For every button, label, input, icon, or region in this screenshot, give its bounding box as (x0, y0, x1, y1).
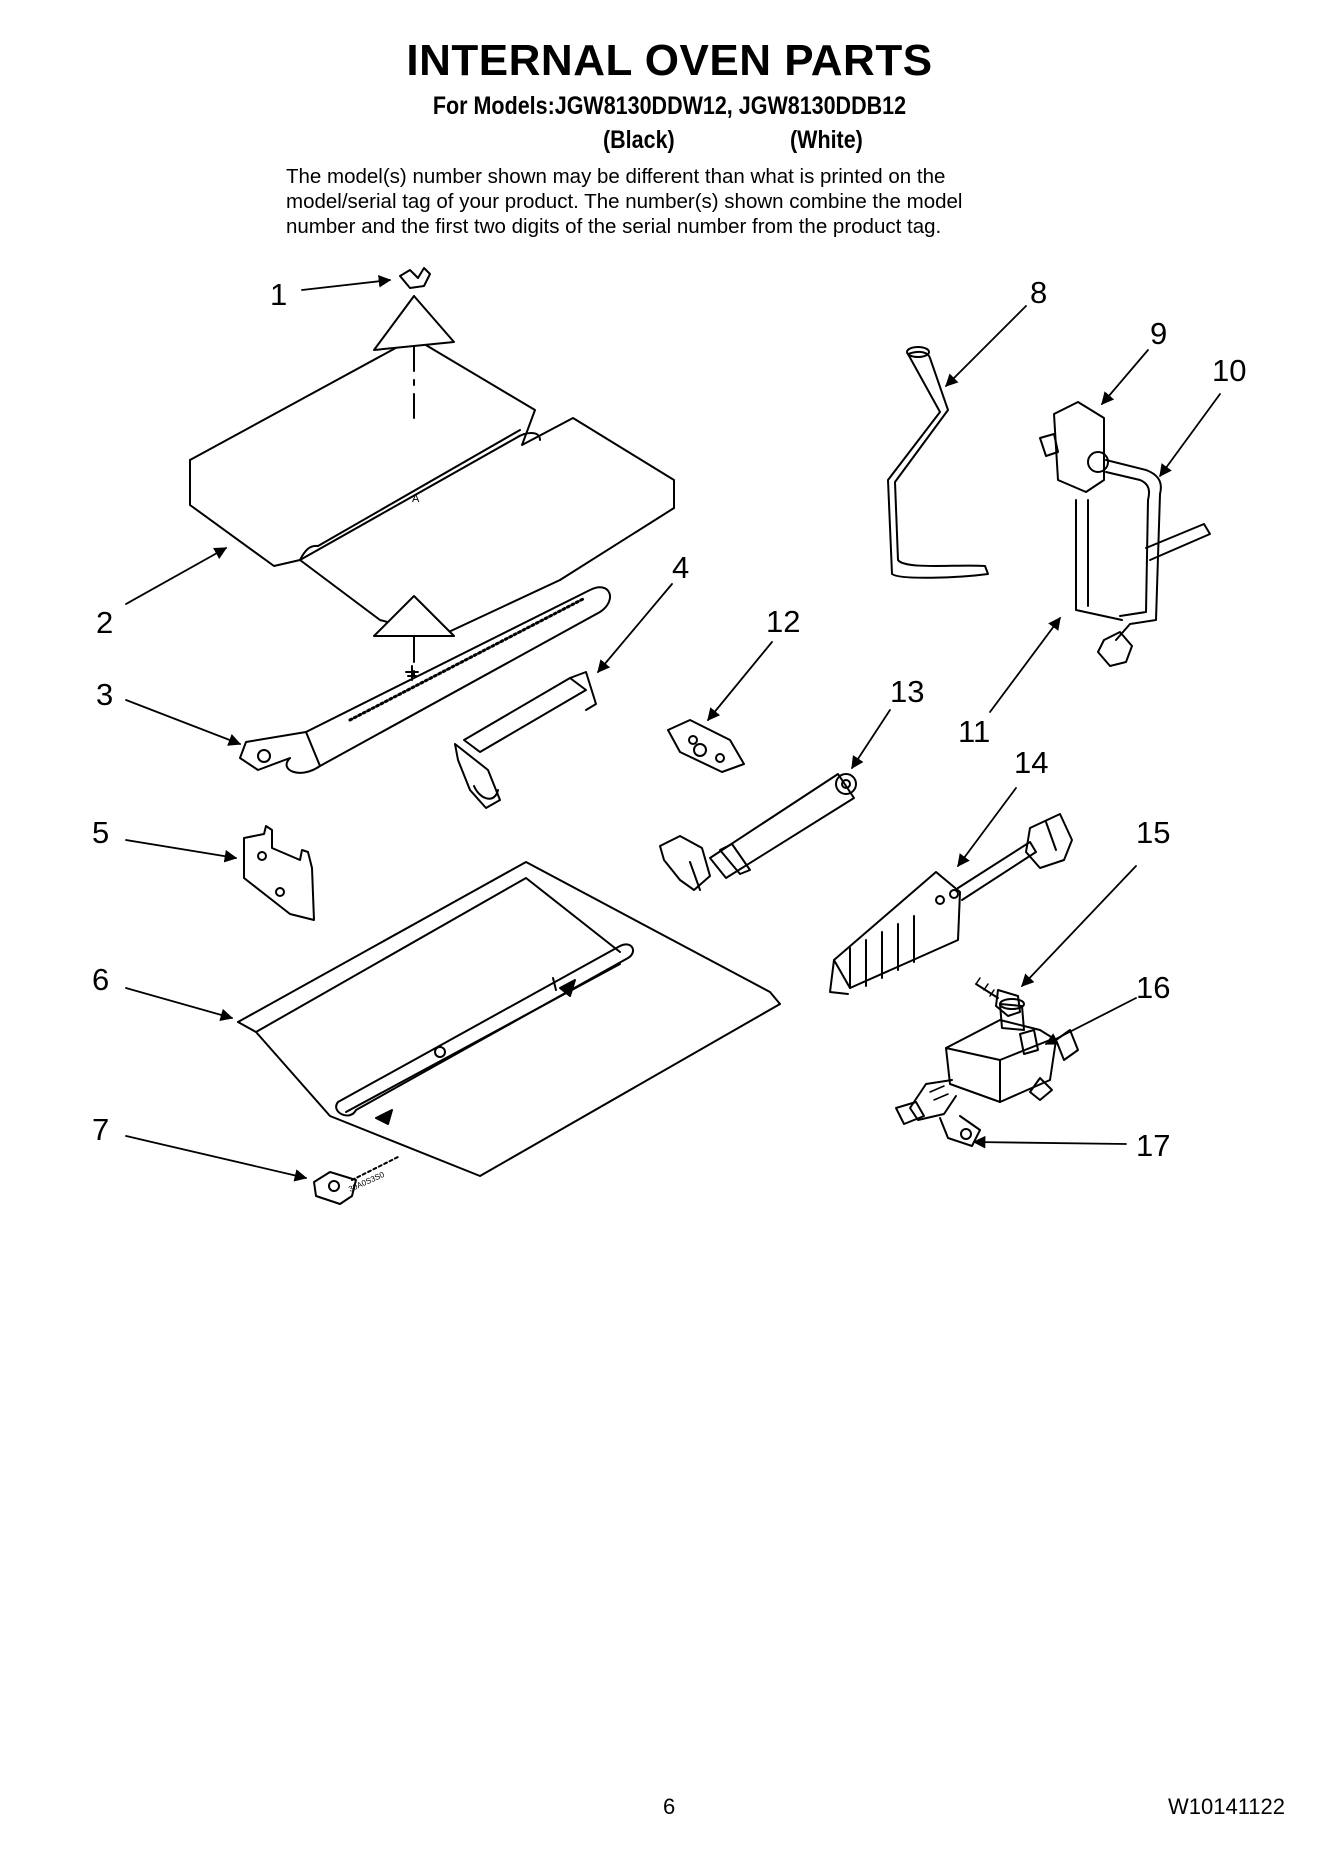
part-15-screw (975, 977, 1021, 1017)
callout-13: 13 (890, 674, 924, 709)
part-2-upper-baffle: A (189, 295, 675, 637)
leader-2 (125, 547, 228, 605)
callout-2: 2 (96, 605, 113, 640)
callout-16: 16 (1136, 970, 1170, 1005)
callout-9: 9 (1150, 316, 1167, 351)
callout-11: 11 (958, 714, 990, 749)
leader-6 (125, 987, 234, 1021)
note-line-1: The model(s) number shown may be differe… (286, 165, 946, 188)
leader-4 (597, 583, 673, 673)
leader-13 (851, 709, 891, 770)
callout-10: 10 (1212, 353, 1246, 388)
leader-9 (1101, 349, 1149, 405)
strip-mark: 30A0S3S0 (347, 1170, 386, 1194)
leader-3 (125, 699, 242, 746)
part-5-bracket (243, 825, 315, 921)
part-1-wing-nut (399, 267, 431, 289)
callout-8: 8 (1030, 275, 1047, 310)
callout-5: 5 (92, 815, 109, 850)
callout-14: 14 (1014, 745, 1048, 780)
variant-black-label: (Black) (603, 126, 675, 154)
baffle-mark: A (412, 493, 420, 505)
callout-1: 1 (270, 277, 287, 312)
callout-15: 15 (1136, 815, 1170, 850)
part-12-gasket (667, 719, 745, 773)
callout-leaders (125, 275, 1221, 1182)
page-number: 6 (663, 1794, 676, 1819)
part-4-orifice-tube (454, 671, 597, 809)
leader-16 (1044, 997, 1137, 1045)
leader-14 (957, 787, 1017, 868)
leader-10 (1159, 393, 1221, 478)
callout-7: 7 (92, 1112, 109, 1147)
callout-4: 4 (672, 550, 689, 585)
leader-1 (301, 275, 392, 291)
callout-17: 17 (1136, 1128, 1170, 1163)
document-number: W10141122 (1168, 1794, 1286, 1819)
leader-5 (125, 839, 238, 863)
part-6-lower-baffle (237, 861, 781, 1177)
model-number-note: The model(s) number shown may be differe… (286, 164, 1106, 239)
leader-11 (989, 616, 1061, 713)
page-title: INTERNAL OVEN PARTS (406, 36, 933, 85)
callout-numbers: 1 2 3 4 5 6 7 8 9 10 11 12 13 14 15 16 1… (92, 275, 1246, 1163)
part-8-gas-tube (887, 346, 989, 579)
part-13-burner-supply-tube (659, 773, 857, 891)
callout-3: 3 (96, 677, 113, 712)
part-16-oven-valve (895, 998, 1079, 1147)
leader-15 (1021, 865, 1137, 987)
callout-6: 6 (92, 962, 109, 997)
part-7-strip (313, 1155, 401, 1205)
callout-12: 12 (766, 604, 800, 639)
variant-white-label: (White) (790, 126, 863, 154)
part-14-igniter (829, 813, 1073, 995)
note-line-2: model/serial tag of your product. The nu… (286, 190, 963, 213)
models-line: For Models:JGW8130DDW12, JGW8130DDB12 (432, 92, 907, 120)
part-9-regulator (1039, 401, 1109, 493)
note-line-3: number and the first two digits of the s… (286, 215, 942, 238)
leader-8 (945, 305, 1027, 387)
part-3-burner-tube (239, 586, 611, 774)
part-10-regulator-tube (1075, 459, 1211, 667)
leader-17 (972, 1135, 1127, 1149)
leader-7 (125, 1135, 308, 1182)
leader-12 (707, 641, 773, 721)
